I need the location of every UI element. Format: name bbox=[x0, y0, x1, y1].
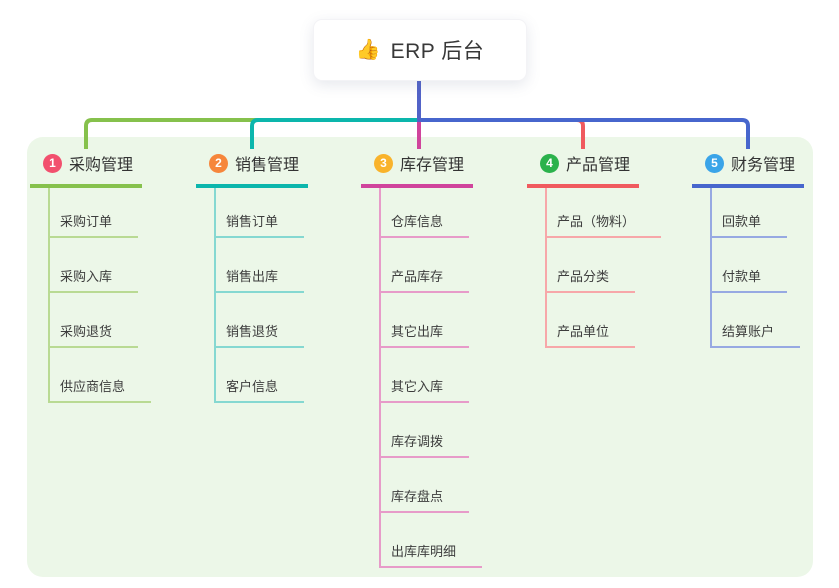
branch-children: 采购订单 采购入库 采购退货 供应商信息 bbox=[48, 188, 152, 403]
branch-column-inventory: 3 库存管理 仓库信息 产品库存 其它出库 其它入库 库存调拨 库存盘点 出库库… bbox=[361, 151, 483, 568]
child-label: 供应商信息 bbox=[50, 376, 152, 403]
child-node[interactable]: 库存调拨 bbox=[381, 403, 473, 458]
branch-label: 销售管理 bbox=[235, 157, 300, 174]
branch-label: 产品管理 bbox=[566, 157, 631, 174]
child-node[interactable]: 仓库信息 bbox=[381, 188, 473, 238]
child-node[interactable]: 结算账户 bbox=[712, 293, 804, 348]
child-node[interactable]: 回款单 bbox=[712, 188, 804, 238]
branch-number-badge: 3 bbox=[374, 153, 393, 173]
child-node[interactable]: 产品（物料） bbox=[547, 188, 662, 238]
child-label: 库存盘点 bbox=[381, 486, 470, 513]
child-label: 产品（物料） bbox=[547, 211, 662, 238]
child-label: 结算账户 bbox=[712, 321, 801, 348]
child-label: 产品单位 bbox=[547, 321, 636, 348]
branch-node-product[interactable]: 4 产品管理 bbox=[527, 151, 639, 188]
child-label: 销售出库 bbox=[216, 266, 305, 293]
child-label: 产品分类 bbox=[547, 266, 636, 293]
child-label: 产品库存 bbox=[381, 266, 470, 293]
branch-label: 财务管理 bbox=[731, 157, 796, 174]
branch-children: 仓库信息 产品库存 其它出库 其它入库 库存调拨 库存盘点 出库库明细 bbox=[379, 188, 483, 568]
child-label: 采购入库 bbox=[50, 266, 139, 293]
branch-column-sales: 2 销售管理 销售订单 销售出库 销售退货 客户信息 bbox=[196, 151, 308, 403]
child-label: 其它入库 bbox=[381, 376, 470, 403]
branch-column-finance: 5 财务管理 回款单 付款单 结算账户 bbox=[692, 151, 804, 348]
child-node[interactable]: 采购订单 bbox=[50, 188, 142, 238]
child-label: 采购订单 bbox=[50, 211, 139, 238]
branch-children: 销售订单 销售出库 销售退货 客户信息 bbox=[214, 188, 308, 403]
branch-label: 采购管理 bbox=[69, 157, 134, 174]
child-node[interactable]: 供应商信息 bbox=[50, 348, 152, 403]
branch-column-product: 4 产品管理 产品（物料） 产品分类 产品单位 bbox=[527, 151, 662, 348]
thumbs-up-icon: 👍 bbox=[355, 39, 381, 61]
child-label: 回款单 bbox=[712, 211, 788, 238]
child-label: 销售订单 bbox=[216, 211, 305, 238]
branches-panel bbox=[27, 137, 813, 577]
branch-node-finance[interactable]: 5 财务管理 bbox=[692, 151, 804, 188]
branch-node-purchase[interactable]: 1 采购管理 bbox=[30, 151, 142, 188]
child-node[interactable]: 产品单位 bbox=[547, 293, 639, 348]
branch-node-inventory[interactable]: 3 库存管理 bbox=[361, 151, 473, 188]
child-label: 采购退货 bbox=[50, 321, 139, 348]
child-label: 其它出库 bbox=[381, 321, 470, 348]
child-node[interactable]: 销售订单 bbox=[216, 188, 308, 238]
child-node[interactable]: 库存盘点 bbox=[381, 458, 473, 513]
child-node[interactable]: 产品分类 bbox=[547, 238, 639, 293]
branch-node-sales[interactable]: 2 销售管理 bbox=[196, 151, 308, 188]
branch-number-badge: 2 bbox=[209, 153, 228, 173]
branch-children: 回款单 付款单 结算账户 bbox=[710, 188, 804, 348]
child-label: 库存调拨 bbox=[381, 431, 470, 458]
child-node[interactable]: 销售出库 bbox=[216, 238, 308, 293]
child-label: 付款单 bbox=[712, 266, 788, 293]
child-node[interactable]: 客户信息 bbox=[216, 348, 308, 403]
root-node[interactable]: 👍 ERP 后台 bbox=[313, 19, 527, 81]
branch-column-purchase: 1 采购管理 采购订单 采购入库 采购退货 供应商信息 bbox=[30, 151, 152, 403]
branch-number-badge: 4 bbox=[540, 153, 559, 173]
child-node[interactable]: 采购退货 bbox=[50, 293, 142, 348]
branch-number-badge: 1 bbox=[43, 153, 62, 173]
child-node[interactable]: 其它入库 bbox=[381, 348, 473, 403]
child-node[interactable]: 其它出库 bbox=[381, 293, 473, 348]
root-title: ERP 后台 bbox=[390, 40, 485, 63]
branch-children: 产品（物料） 产品分类 产品单位 bbox=[545, 188, 662, 348]
child-label: 客户信息 bbox=[216, 376, 305, 403]
child-node[interactable]: 产品库存 bbox=[381, 238, 473, 293]
branch-label: 库存管理 bbox=[400, 157, 465, 174]
child-label: 仓库信息 bbox=[381, 211, 470, 238]
child-label: 出库库明细 bbox=[381, 541, 483, 568]
branch-number-badge: 5 bbox=[705, 153, 724, 173]
child-node[interactable]: 销售退货 bbox=[216, 293, 308, 348]
child-node[interactable]: 付款单 bbox=[712, 238, 804, 293]
child-label: 销售退货 bbox=[216, 321, 305, 348]
child-node[interactable]: 采购入库 bbox=[50, 238, 142, 293]
child-node[interactable]: 出库库明细 bbox=[381, 513, 483, 568]
